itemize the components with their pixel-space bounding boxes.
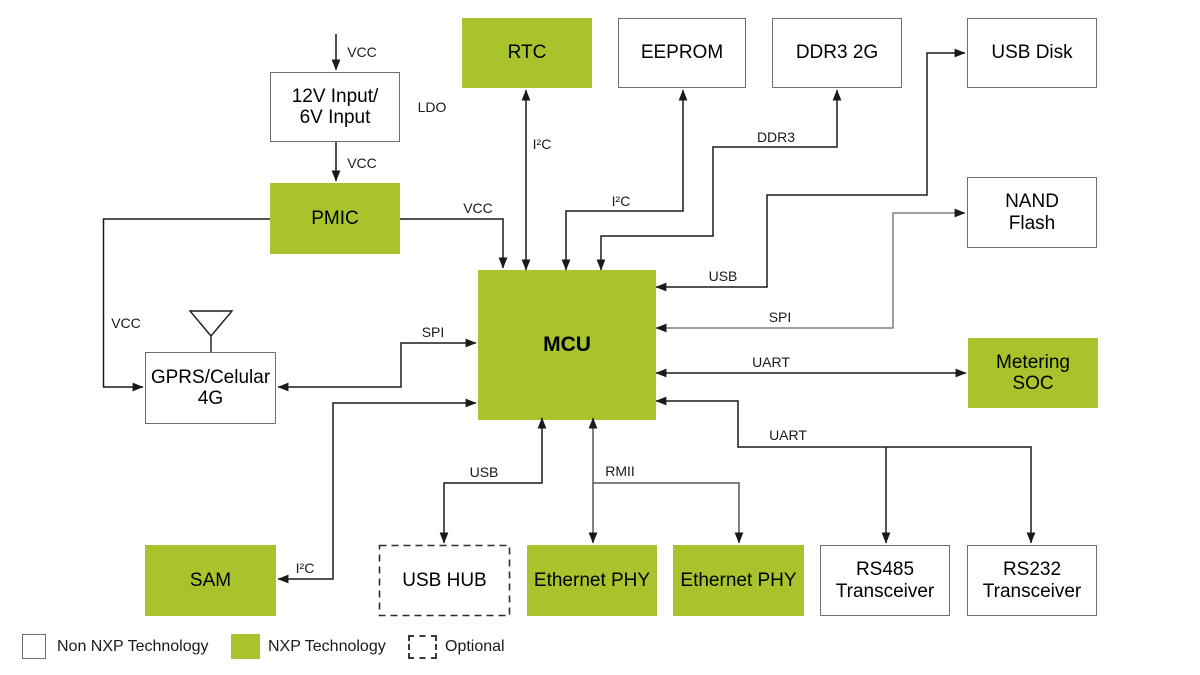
node-rs232: RS232 Transceiver [967, 545, 1097, 616]
legend-item-optional: Optional [408, 635, 505, 659]
connection-mcu-eeprom-i2c [561, 89, 688, 271]
connection-gprs-mcu-spi [277, 338, 477, 392]
wire-label-ldo: LDO [418, 99, 447, 115]
wire-label-usb-disk: USB [709, 268, 738, 284]
antenna-icon [188, 310, 234, 352]
legend-swatch-optional [408, 635, 437, 659]
legend-swatch-nxp [231, 634, 260, 659]
connection-mcu-rs232-uart [655, 396, 1036, 544]
node-gprs-cellular: GPRS/Celular 4G [145, 352, 276, 424]
node-mcu: MCU [478, 270, 656, 420]
connection-pmic-to-mcu [400, 218, 508, 269]
wire-label-uart-bottom: UART [769, 427, 807, 443]
connection-mcu-nand-spi [655, 208, 966, 333]
wire-label-rmii: RMII [605, 463, 635, 479]
node-eeprom: EEPROM [618, 18, 746, 88]
node-metering-soc: Metering SOC [968, 338, 1098, 408]
legend-item-nxp: NXP Technology [231, 634, 386, 659]
wire-label-vcc-pmic-in: VCC [347, 155, 377, 171]
node-power-input: 12V Input/ 6V Input [270, 72, 400, 142]
node-ddr3-2g: DDR3 2G [772, 18, 902, 88]
wire-label-vcc-gprs: VCC [111, 315, 141, 331]
node-nand-flash: NAND Flash [967, 177, 1097, 248]
wire-label-uart-metering: UART [752, 354, 790, 370]
legend-item-non-nxp: Non NXP Technology [22, 634, 209, 659]
wire-label-ddr3: DDR3 [757, 129, 795, 145]
node-usb-hub: USB HUB [379, 545, 510, 616]
wire-label-i2c-sam: I²C [296, 560, 315, 576]
legend-label-optional: Optional [445, 638, 505, 655]
node-sam: SAM [145, 545, 276, 616]
wire-label-spi-nand: SPI [769, 309, 792, 325]
legend-label-non-nxp: Non NXP Technology [57, 637, 209, 655]
connection-mcu-usb-hub [439, 417, 547, 544]
connection-rmii-branch-phy2 [593, 482, 744, 544]
wire-label-usb-hub: USB [470, 464, 499, 480]
node-ethernet-phy-2: Ethernet PHY [673, 545, 804, 616]
legend-label-nxp: NXP Technology [268, 637, 386, 655]
node-pmic: PMIC [270, 183, 400, 254]
wire-label-spi-gprs: SPI [422, 324, 445, 340]
node-rs485: RS485 Transceiver [820, 545, 950, 616]
wire-label-i2c-eeprom: I²C [612, 193, 631, 209]
wire-label-vcc-input: VCC [347, 44, 377, 60]
connection-mcu-ddr3 [596, 89, 842, 271]
node-usb-disk: USB Disk [967, 18, 1097, 88]
wire-label-vcc-pmic-out: VCC [463, 200, 493, 216]
connection-mcu-usb-disk [655, 48, 966, 292]
wire-label-i2c-rtc: I²C [533, 136, 552, 152]
node-ethernet-phy-1: Ethernet PHY [527, 545, 657, 616]
legend-swatch-non-nxp [22, 634, 46, 659]
node-rtc: RTC [462, 18, 592, 88]
